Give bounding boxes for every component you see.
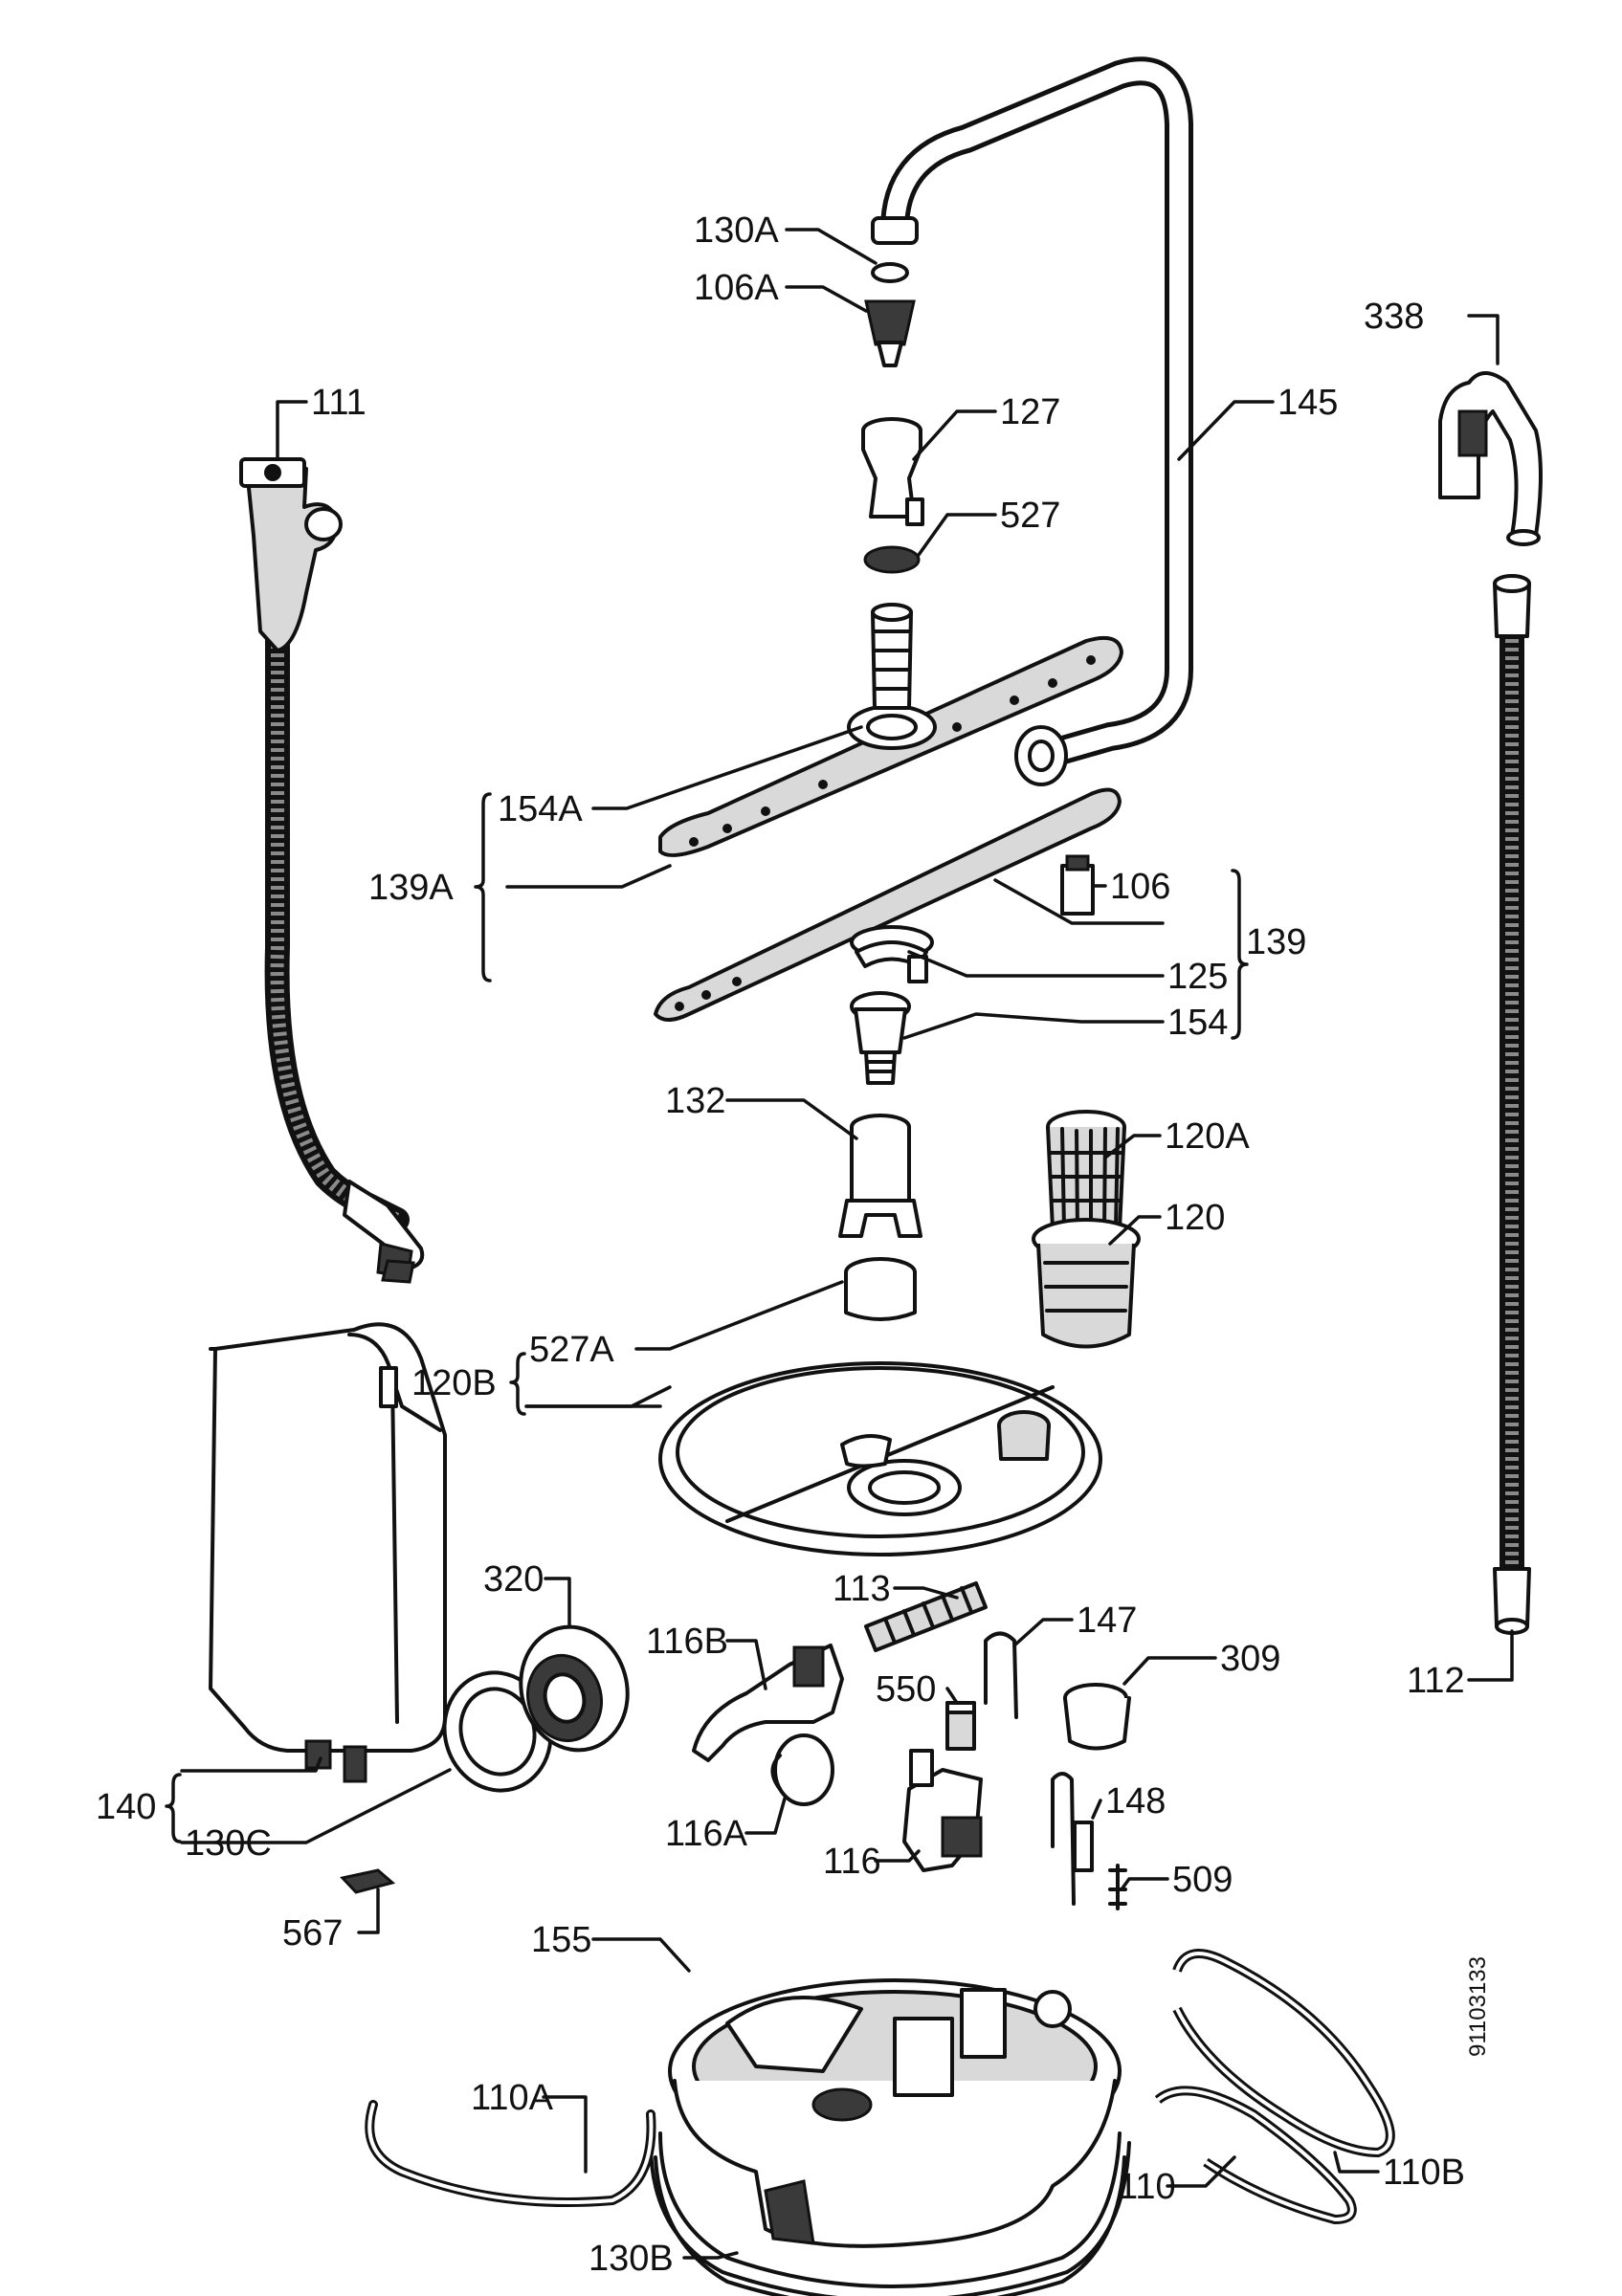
label-154A: 154A bbox=[498, 789, 583, 829]
valve-116 bbox=[902, 1749, 983, 1872]
gasket-130B bbox=[649, 2131, 1131, 2296]
label-120A: 120A bbox=[1165, 1116, 1250, 1157]
reference-code: 91103133 bbox=[1465, 1956, 1491, 2057]
spring-509 bbox=[1108, 1864, 1127, 1910]
hose-110A bbox=[365, 2100, 656, 2207]
label-116A: 116A bbox=[665, 1814, 748, 1854]
drain-hose-112 bbox=[1493, 574, 1531, 1635]
label-527A: 527A bbox=[529, 1330, 614, 1370]
coupling-127 bbox=[861, 417, 924, 526]
label-111: 111 bbox=[311, 383, 367, 423]
label-106: 106 bbox=[1110, 867, 1170, 907]
label-147: 147 bbox=[1077, 1601, 1137, 1641]
label-120B: 120B bbox=[411, 1363, 497, 1403]
label-145: 145 bbox=[1278, 383, 1338, 423]
label-139: 139 bbox=[1246, 922, 1306, 962]
label-116B: 116B bbox=[646, 1622, 728, 1662]
label-130A: 130A bbox=[694, 210, 779, 251]
bracket-148 bbox=[1051, 1772, 1094, 1906]
label-110B: 110B bbox=[1383, 2152, 1465, 2193]
part-labels: 130A 106A 127 145 338 111 527 154A 139A … bbox=[96, 210, 1491, 2279]
cap-320 bbox=[519, 1624, 630, 1753]
label-567: 567 bbox=[282, 1913, 343, 1954]
float-116A bbox=[770, 1733, 834, 1806]
label-125: 125 bbox=[1167, 957, 1228, 997]
clip-567 bbox=[340, 1868, 396, 1894]
nozzle-106A bbox=[864, 299, 916, 367]
hub-154 bbox=[850, 991, 911, 1085]
sump-155 bbox=[668, 1978, 1122, 2248]
filter-plate-120B bbox=[658, 1361, 1102, 1556]
label-509: 509 bbox=[1172, 1860, 1233, 1900]
label-338: 338 bbox=[1364, 297, 1424, 337]
label-320: 320 bbox=[483, 1559, 544, 1600]
label-112: 112 bbox=[1407, 1661, 1465, 1701]
label-132: 132 bbox=[665, 1081, 725, 1121]
label-148: 148 bbox=[1105, 1781, 1166, 1821]
bearing-clip-125 bbox=[855, 940, 928, 983]
o-ring-130A bbox=[871, 262, 909, 283]
inlet-hose-111 bbox=[239, 457, 425, 1284]
washer-527 bbox=[863, 545, 921, 574]
label-127: 127 bbox=[1000, 392, 1060, 432]
label-130C: 130C bbox=[185, 1823, 272, 1864]
label-140: 140 bbox=[96, 1787, 156, 1827]
label-309: 309 bbox=[1220, 1639, 1280, 1679]
tube-132 bbox=[838, 1114, 922, 1238]
label-550: 550 bbox=[876, 1669, 936, 1710]
label-113: 113 bbox=[833, 1569, 891, 1609]
label-154: 154 bbox=[1167, 1003, 1228, 1043]
microfilter-120A bbox=[1046, 1110, 1126, 1232]
hose-110 bbox=[1154, 2086, 1357, 2225]
label-110A: 110A bbox=[471, 2078, 554, 2118]
strainer-113 bbox=[864, 1581, 988, 1652]
label-120: 120 bbox=[1165, 1198, 1225, 1238]
block-550 bbox=[945, 1701, 976, 1751]
leader-lines bbox=[165, 228, 1514, 2260]
label-155: 155 bbox=[531, 1920, 591, 1960]
wire-147 bbox=[984, 1631, 1018, 1719]
hose-110B bbox=[1172, 1949, 1395, 2158]
label-527: 527 bbox=[1000, 496, 1060, 536]
label-110: 110 bbox=[1118, 2167, 1176, 2207]
label-130B: 130B bbox=[589, 2239, 674, 2279]
water-softener-140 bbox=[209, 1322, 447, 1783]
label-139A: 139A bbox=[368, 868, 454, 908]
cup-309 bbox=[1063, 1683, 1131, 1751]
clip-106 bbox=[1060, 854, 1095, 916]
label-106A: 106A bbox=[694, 268, 779, 308]
label-116: 116 bbox=[823, 1842, 881, 1882]
ring-527A bbox=[844, 1257, 917, 1321]
hose-holder-338 bbox=[1438, 371, 1543, 546]
upper-spray-arm-154A bbox=[658, 603, 1123, 857]
coarse-filter-120 bbox=[1032, 1218, 1141, 1349]
valve-housing-116B bbox=[692, 1644, 844, 1762]
upper-supply-pipe-145 bbox=[871, 56, 1193, 786]
